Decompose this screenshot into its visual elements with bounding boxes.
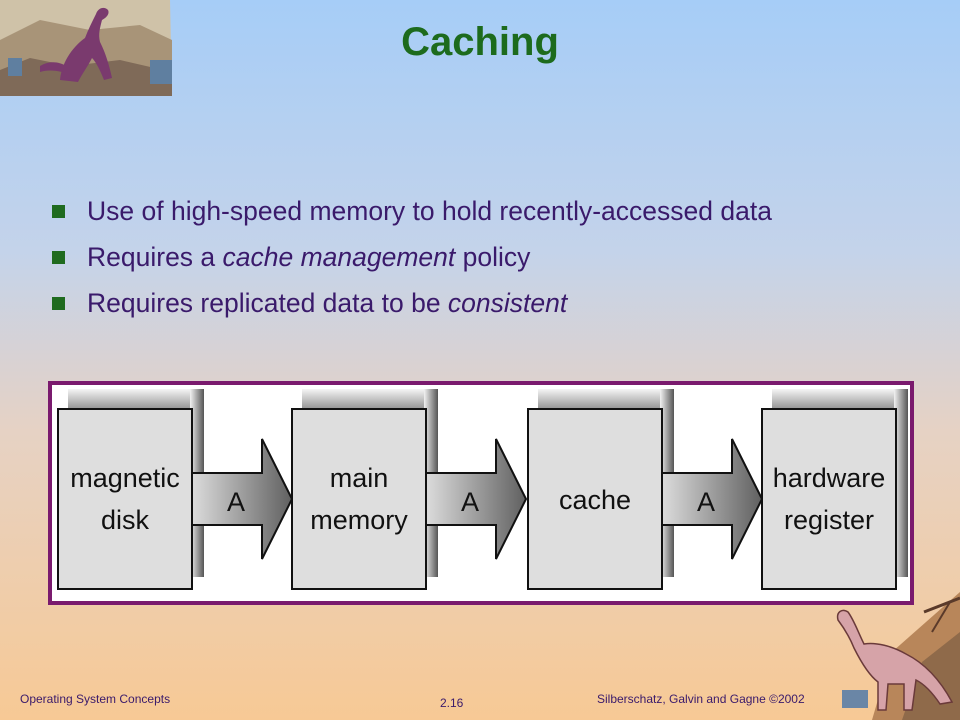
box-label-line2: memory	[310, 505, 408, 535]
square-bullet-icon	[52, 204, 65, 218]
box-label-line2: disk	[101, 505, 150, 535]
box-label-line1: cache	[559, 485, 631, 515]
arrow-label: A	[227, 487, 245, 517]
cache-hierarchy-svg: magnetic disk A main memory A	[52, 385, 910, 601]
cache-box: cache	[527, 389, 674, 590]
box-label-line2: register	[784, 505, 874, 535]
box-label-line1: main	[330, 463, 389, 493]
footer-copyright: Silberschatz, Galvin and Gagne ©2002	[597, 692, 805, 706]
cache-hierarchy-diagram: magnetic disk A main memory A	[48, 381, 914, 605]
dinosaur-corner-bottom-right-icon	[836, 592, 960, 720]
bullet-text: Requires replicated data to be consisten…	[87, 287, 568, 318]
slide-title: Caching	[401, 20, 559, 64]
arrow-label: A	[697, 487, 715, 517]
arrow-3: A	[661, 438, 764, 560]
arrow-label: A	[461, 487, 479, 517]
arrow-1: A	[191, 438, 294, 560]
main-memory-box: main memory	[291, 389, 438, 590]
dinosaur-corner-top-left-icon	[0, 0, 172, 96]
footer-page-number: 2.16	[440, 696, 464, 710]
bullet-text: Use of high-speed memory to hold recentl…	[87, 195, 772, 226]
bullet-list: Use of high-speed memory to hold recentl…	[52, 188, 772, 326]
bullet-item: Requires replicated data to be consisten…	[52, 280, 772, 326]
hardware-register-box: hardware register	[761, 389, 908, 590]
magnetic-disk-box: magnetic disk	[57, 389, 204, 590]
arrow-2: A	[425, 438, 528, 560]
bullet-item: Use of high-speed memory to hold recentl…	[52, 188, 772, 234]
footer-course-title: Operating System Concepts	[20, 692, 171, 706]
square-bullet-icon	[52, 296, 65, 310]
box-label-line1: hardware	[773, 463, 886, 493]
square-bullet-icon	[52, 250, 65, 264]
bullet-item: Requires a cache management policy	[52, 234, 772, 280]
box-label-line1: magnetic	[70, 463, 180, 493]
bullet-text: Requires a cache management policy	[87, 241, 531, 272]
